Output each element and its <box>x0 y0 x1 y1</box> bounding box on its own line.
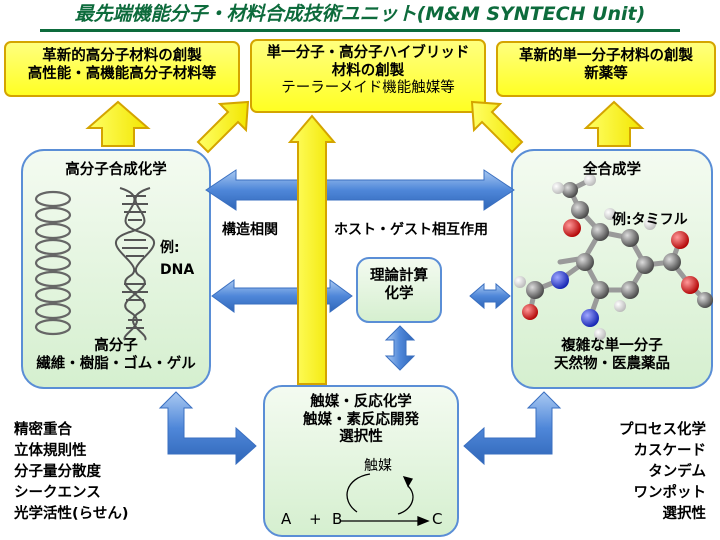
top-box-right <box>496 41 716 97</box>
total-synthesis-heading: 全合成学 <box>583 162 641 178</box>
equation-c: C <box>432 510 443 528</box>
list-item: シークエンス <box>14 485 101 502</box>
polymer-caption-line: 高分子 <box>94 338 138 354</box>
polymer-example-label: 例: <box>160 240 180 256</box>
list-item: ワンポット <box>633 485 707 502</box>
yellow-diagonal-arrow-left <box>196 100 250 154</box>
top-box-center-line: テーラーメイド機能触媒等 <box>281 80 455 97</box>
page-title: 最先端機能分子・材料合成技術ユニット(M&M SYNTECH Unit) <box>74 3 646 25</box>
title-underline <box>40 29 680 32</box>
label-host-guest: ホスト・ゲスト相互作用 <box>334 222 488 238</box>
equation-b: B <box>332 510 343 528</box>
yellow-up-arrow-left <box>85 100 151 147</box>
top-box-center-line: 材料の創製 <box>331 62 405 79</box>
list-item: タンデム <box>648 464 706 481</box>
top-box-right-line: 革新的単一分子材料の創製 <box>519 48 693 64</box>
dna-double-helix-illustration <box>114 187 156 341</box>
polymer-caption: 高分子 繊維・樹脂・ゴム・ゲル <box>22 338 210 373</box>
list-item: 立体規則性 <box>14 443 87 460</box>
blue-double-arrow-middle-left <box>211 279 353 313</box>
blue-double-arrow-top <box>205 169 515 211</box>
left-feature-list: 精密重合 立体規則性 分子量分散度 シークエンス 光学活性(らせん) <box>14 420 128 525</box>
catalysis-line: 触媒・反応化学 <box>310 394 412 410</box>
top-box-center-text: 単一分子・高分子ハイブリッド 材料の創製 テーラーメイド機能触媒等 <box>251 45 485 98</box>
yellow-tall-arrow <box>287 114 337 385</box>
polymer-example-value: DNA <box>160 262 195 278</box>
theory-line: 化学 <box>384 285 414 302</box>
catalyst-cycle-label: 触媒 <box>364 458 392 474</box>
top-box-left <box>4 41 240 97</box>
blue-bent-arrow-right <box>463 391 562 466</box>
list-item: 選択性 <box>662 506 707 523</box>
catalysis-text: 触媒・反応化学 触媒・素反応開発 選択性 <box>264 394 458 447</box>
yellow-diagonal-arrow-right <box>470 100 524 154</box>
top-box-right-line: 新薬等 <box>584 65 628 82</box>
list-item: プロセス化学 <box>619 422 706 438</box>
top-box-right-text: 革新的単一分子材料の創製 新薬等 <box>497 48 715 83</box>
polymer-caption-line: 繊維・樹脂・ゴム・ゲル <box>36 355 196 372</box>
polymer-heading: 高分子合成化学 <box>65 162 167 178</box>
equation-a: A <box>281 510 292 528</box>
total-synthesis-caption-line: 天然物・医農薬品 <box>554 355 670 372</box>
box-theory <box>356 257 442 323</box>
theory-line: 理論計算 <box>370 268 428 284</box>
list-item: 精密重合 <box>14 422 72 438</box>
blue-double-arrow-middle-right <box>469 282 511 310</box>
yellow-up-arrow-right <box>583 100 645 147</box>
label-structure-correlation: 構造相関 <box>222 222 278 238</box>
helix-illustration-left <box>34 190 72 336</box>
top-box-left-text: 革新的高分子材料の創製 高性能・高機能高分子材料等 <box>5 48 239 83</box>
list-item: 光学活性(らせん) <box>14 506 129 523</box>
blue-bent-arrow-left <box>158 391 257 466</box>
box-catalysis <box>263 385 459 537</box>
list-item: 分子量分散度 <box>14 464 101 481</box>
list-item: カスケード <box>633 443 707 460</box>
top-box-center <box>250 39 486 113</box>
total-synthesis-caption: 複雑な単一分子 天然物・医農薬品 <box>512 338 712 373</box>
box-total-synthesis <box>511 149 713 389</box>
total-synthesis-example: 例:タミフル <box>612 212 688 228</box>
right-feature-list: プロセス化学 カスケード タンデム ワンポット 選択性 <box>619 420 706 525</box>
total-synthesis-caption-line: 複雑な単一分子 <box>561 338 663 354</box>
top-box-center-line: 単一分子・高分子ハイブリッド <box>266 45 470 61</box>
top-box-left-line: 革新的高分子材料の創製 <box>42 48 202 64</box>
equation-plus: + <box>309 510 322 528</box>
tamiflu-molecule-model <box>514 174 713 340</box>
catalytic-cycle <box>340 473 430 526</box>
theory-text: 理論計算 化学 <box>357 268 441 303</box>
top-box-left-line: 高性能・高機能高分子材料等 <box>27 65 217 82</box>
blue-double-arrow-vertical <box>384 325 416 371</box>
catalysis-line: 選択性 <box>339 429 383 446</box>
catalysis-line: 触媒・素反応開発 <box>303 411 419 428</box>
